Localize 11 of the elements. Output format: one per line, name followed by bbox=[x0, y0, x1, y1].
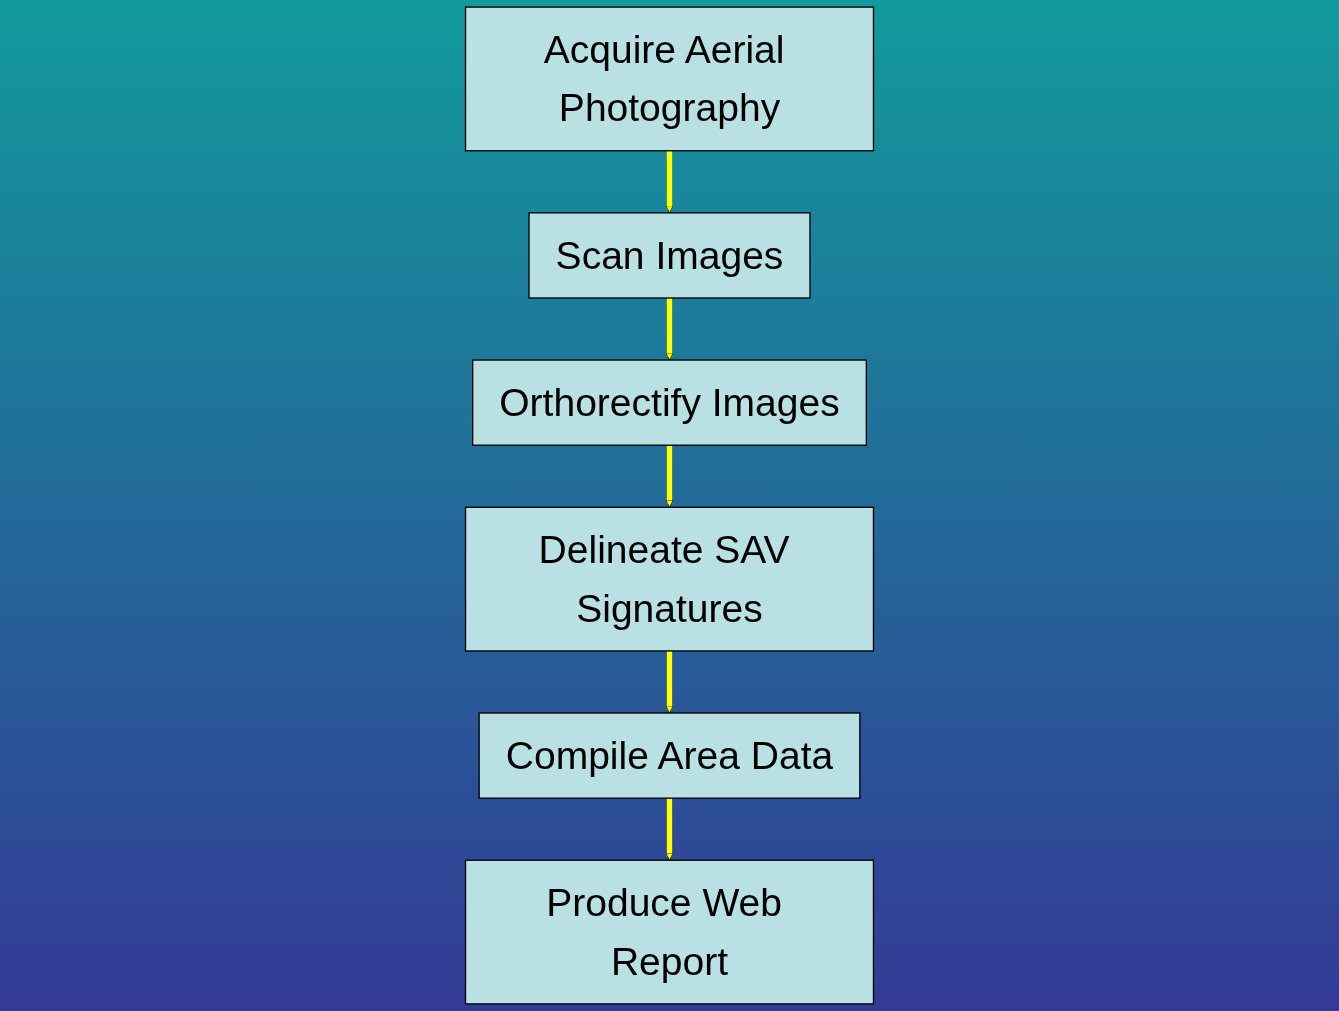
arrow bbox=[665, 650, 674, 714]
node-box: Acquire Aerial Photography bbox=[464, 6, 875, 152]
node-box: Compile Area Data bbox=[478, 712, 861, 799]
node-box: Produce Web Report bbox=[464, 859, 875, 1005]
node-box: Orthorectify Images bbox=[472, 359, 867, 446]
node-box: Scan Images bbox=[528, 212, 811, 299]
arrow bbox=[665, 298, 674, 361]
node-box: Delineate SAV Signatures bbox=[464, 506, 875, 652]
arrow bbox=[665, 445, 674, 508]
arrow bbox=[665, 150, 674, 214]
arrow bbox=[665, 798, 674, 861]
